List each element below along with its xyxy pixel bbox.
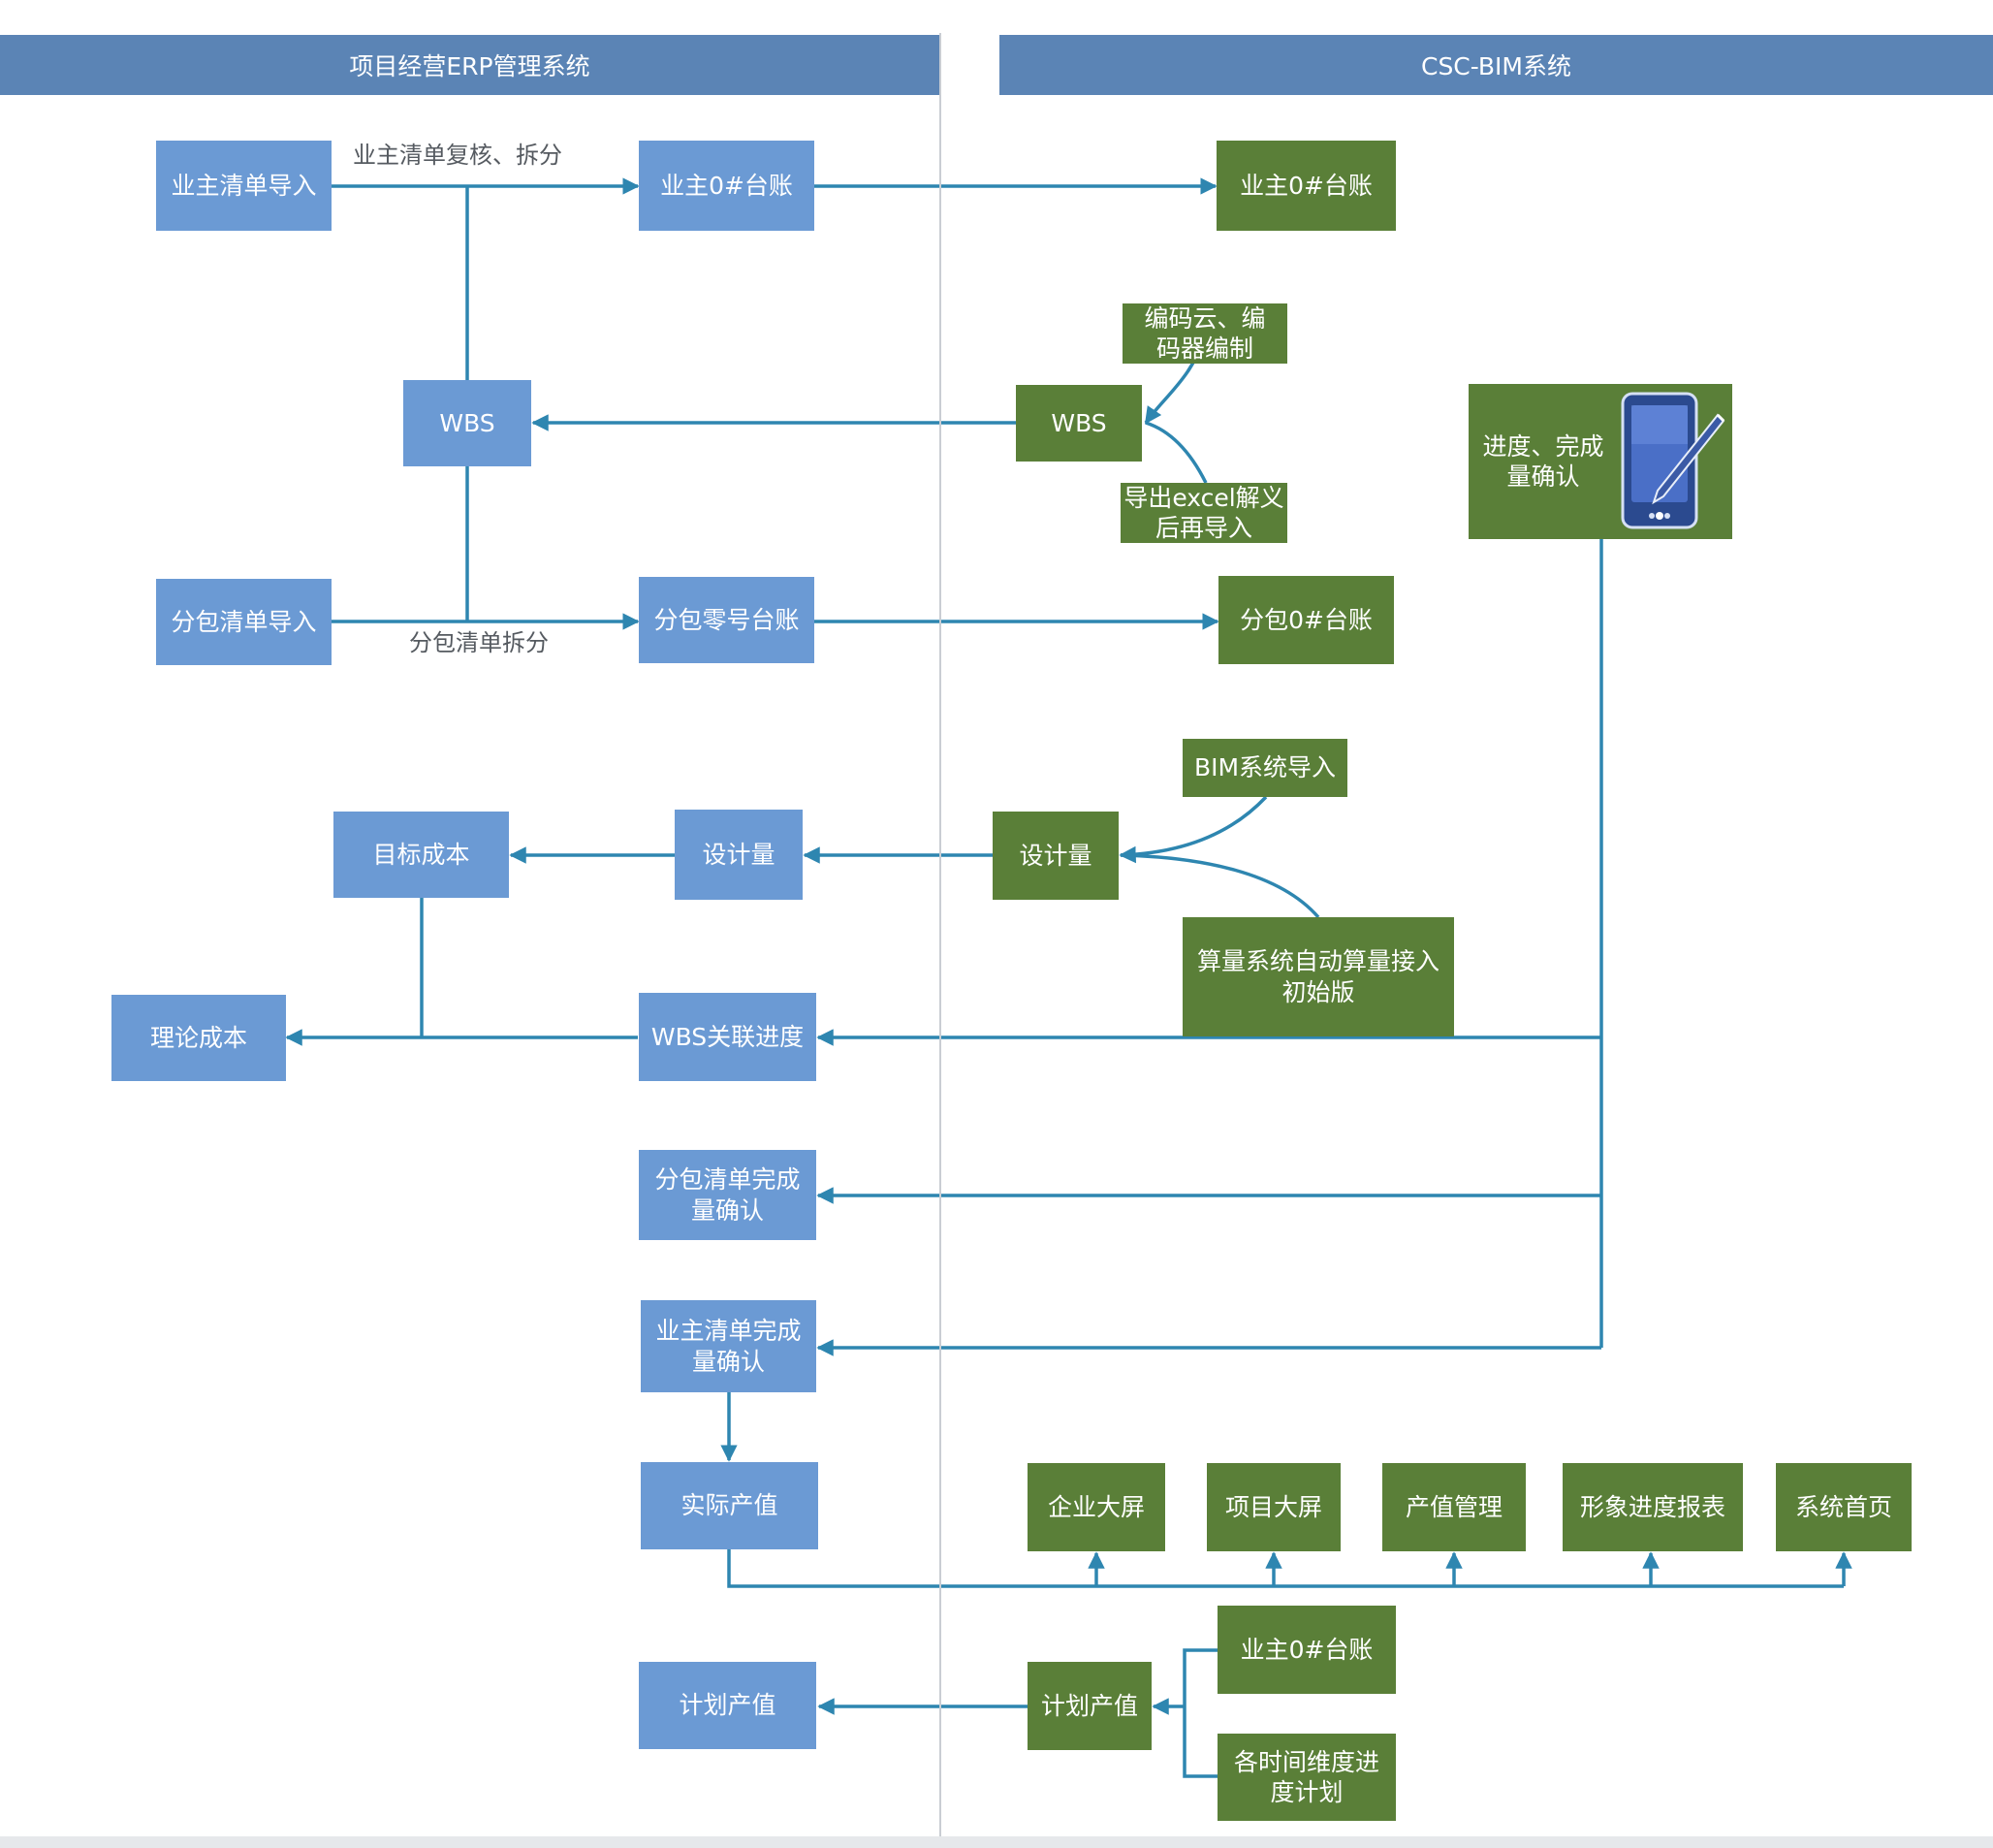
edge-actual-output-bus bbox=[727, 1549, 1844, 1588]
tablet-with-stylus-icon bbox=[1621, 392, 1725, 529]
node-coding[interactable]: 编码云、编码器编制 bbox=[1123, 303, 1287, 364]
node-wbs-progress[interactable]: WBS关联进度 bbox=[639, 993, 816, 1081]
node-auto-calc[interactable]: 算量系统自动算量接入初始版 bbox=[1183, 917, 1454, 1036]
node-bim-sub-ledger[interactable]: 分包0#台账 bbox=[1218, 576, 1394, 664]
progress-confirm-label: 进度、完成量确认 bbox=[1482, 431, 1604, 491]
edge-bim-import-to-design bbox=[1119, 795, 1268, 864]
node-sub-zero-ledger[interactable]: 分包零号台账 bbox=[639, 577, 814, 663]
node-bim-import[interactable]: BIM系统导入 bbox=[1183, 739, 1347, 797]
node-theoretical-cost[interactable]: 理论成本 bbox=[111, 995, 286, 1081]
erp-column-header: 项目经营ERP管理系统 bbox=[0, 35, 939, 95]
node-sub-completion[interactable]: 分包清单完成量确认 bbox=[639, 1150, 816, 1240]
node-bim-design-quantity[interactable]: 设计量 bbox=[993, 812, 1119, 900]
node-time-dimension-plan[interactable]: 各时间维度进度计划 bbox=[1218, 1734, 1396, 1821]
node-actual-output[interactable]: 实际产值 bbox=[641, 1462, 818, 1549]
node-output-mgmt[interactable]: 产值管理 bbox=[1382, 1463, 1526, 1551]
node-project-screen[interactable]: 项目大屏 bbox=[1207, 1463, 1341, 1551]
node-target-cost[interactable]: 目标成本 bbox=[333, 812, 509, 898]
edge-plan-sources-bracket bbox=[1183, 1648, 1218, 1778]
edge-label-sub-split: 分包清单拆分 bbox=[405, 623, 553, 657]
node-bim-wbs[interactable]: WBS bbox=[1016, 385, 1142, 462]
node-owner-completion[interactable]: 业主清单完成量确认 bbox=[641, 1300, 816, 1392]
node-excel-import[interactable]: 导出excel解义后再导入 bbox=[1121, 483, 1287, 543]
edge-excel-to-bim-wbs bbox=[1145, 421, 1208, 484]
node-enterprise-screen[interactable]: 企业大屏 bbox=[1028, 1463, 1165, 1551]
node-bim-owner-ledger[interactable]: 业主0#台账 bbox=[1217, 141, 1396, 231]
node-erp-design-quantity[interactable]: 设计量 bbox=[675, 810, 803, 900]
edge-auto-calc-to-design bbox=[1120, 853, 1320, 919]
node-erp-wbs[interactable]: WBS bbox=[403, 380, 531, 466]
node-system-home[interactable]: 系统首页 bbox=[1776, 1463, 1912, 1551]
bottom-edge-shadow bbox=[0, 1836, 1993, 1848]
node-owner-list-import[interactable]: 业主清单导入 bbox=[156, 141, 332, 231]
node-owner-ledger[interactable]: 业主0#台账 bbox=[639, 141, 814, 231]
node-bim-planned-output[interactable]: 计划产值 bbox=[1028, 1662, 1152, 1750]
node-sub-list-import[interactable]: 分包清单导入 bbox=[156, 579, 332, 665]
edge-label-owner-review-split: 业主清单复核、拆分 bbox=[349, 136, 566, 170]
bim-column-header: CSC-BIM系统 bbox=[999, 35, 1993, 95]
node-plan-owner-ledger[interactable]: 业主0#台账 bbox=[1218, 1606, 1396, 1694]
column-divider bbox=[939, 33, 941, 1848]
node-erp-planned-output[interactable]: 计划产值 bbox=[639, 1662, 816, 1749]
node-visual-progress-report[interactable]: 形象进度报表 bbox=[1563, 1463, 1743, 1551]
